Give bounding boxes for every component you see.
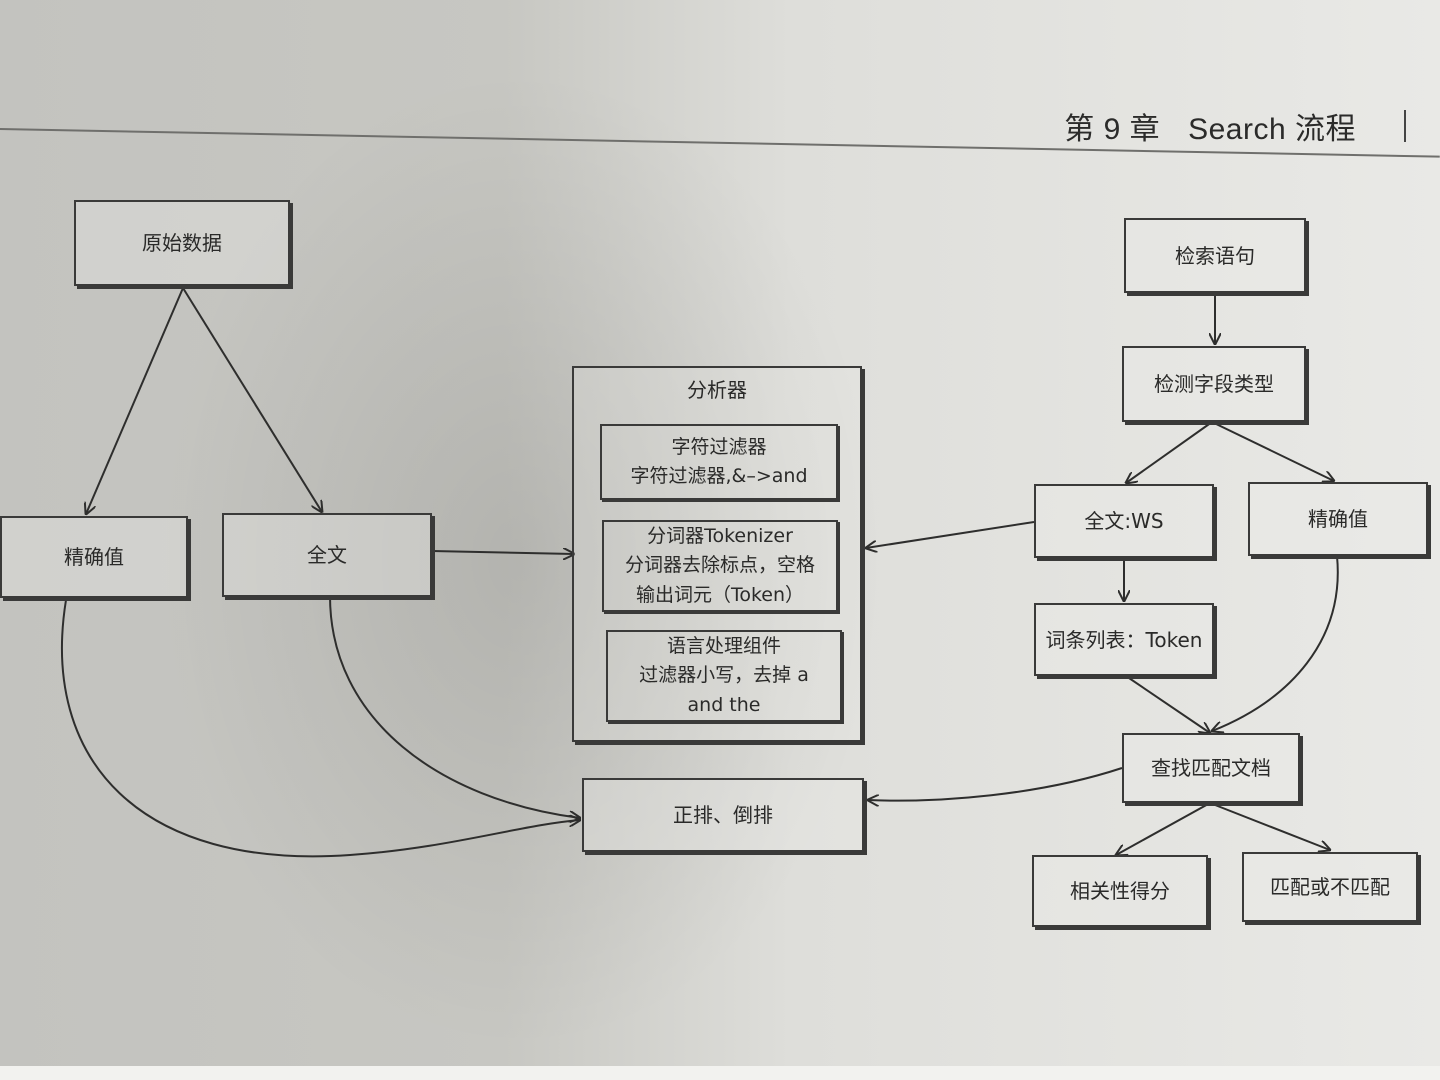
tokenizer-box: 分词器Tokenizer 分词器去除标点，空格 输出词元（Token）	[602, 520, 838, 612]
node-relevance-label: 相关性得分	[1070, 879, 1170, 903]
node-match-or-not: 匹配或不匹配	[1242, 852, 1418, 922]
node-index-label: 正排、倒排	[673, 803, 773, 827]
node-query: 检索语句	[1124, 218, 1306, 293]
node-fulltext-left-label: 全文	[307, 543, 347, 567]
node-raw-data-label: 原始数据	[142, 231, 222, 255]
node-detect-label: 检测字段类型	[1154, 372, 1274, 396]
node-term-list-label: 词条列表：Token	[1045, 627, 1203, 652]
chapter-label: 第 9 章	[1064, 113, 1161, 146]
arrow-find-to-relevance	[1116, 802, 1211, 855]
node-exact-value-right: 精确值	[1248, 482, 1428, 556]
arrow-find-to-index	[868, 767, 1123, 801]
tokenizer-line-2: 分词器去除标点，空格	[624, 554, 815, 577]
arrow-detect-to-exact	[1211, 421, 1334, 481]
node-exact-left-label: 精确值	[64, 545, 124, 569]
arrow-exact-to-index	[61, 599, 580, 858]
tokenizer-line-3: 输出词元（Token）	[635, 583, 805, 606]
analyzer-container: 分析器 字符过滤器 字符过滤器,&–>and 分词器Tokenizer 分词器去…	[572, 366, 862, 742]
node-find-matching-docs: 查找匹配文档	[1122, 733, 1300, 803]
chapter-title: Search 流程	[1188, 113, 1356, 146]
lang-proc-line-1: 语言处理组件	[666, 634, 781, 657]
node-term-list: 词条列表：Token	[1034, 603, 1214, 676]
arrow-detect-to-ws	[1126, 421, 1213, 483]
arrow-fulltext-to-index	[329, 595, 580, 818]
page-header: 第 9 章 Search 流程	[1064, 104, 1356, 148]
tokenizer-line-1: 分词器Tokenizer	[647, 524, 793, 547]
node-find-docs-label: 查找匹配文档	[1151, 756, 1271, 780]
lang-proc-line-2: 过滤器小写，去掉 a	[639, 664, 809, 687]
arrow-find-to-match	[1209, 802, 1330, 850]
node-fulltext-ws: 全文:WS	[1034, 484, 1214, 558]
arrow-raw-to-fulltext	[182, 287, 322, 512]
arrow-termlist-to-find	[1125, 675, 1210, 733]
header-bar	[1404, 110, 1406, 142]
char-filter-line-1: 字符过滤器	[671, 435, 767, 458]
arrow-exact-to-find	[1212, 555, 1339, 731]
analyzer-title: 分析器	[687, 378, 747, 402]
arrow-raw-to-exact	[86, 287, 184, 514]
node-detect-field-type: 检测字段类型	[1122, 346, 1306, 422]
node-raw-data: 原始数据	[74, 200, 290, 286]
char-filter-box: 字符过滤器 字符过滤器,&–>and	[600, 424, 838, 500]
node-fulltext-ws-label: 全文:WS	[1084, 509, 1164, 533]
arrow-ws-to-analyzer	[866, 521, 1035, 548]
node-match-label: 匹配或不匹配	[1270, 875, 1390, 899]
node-fulltext-left: 全文	[222, 513, 432, 597]
node-exact-value-left: 精确值	[0, 516, 188, 598]
node-exact-right-label: 精确值	[1308, 507, 1368, 531]
lang-proc-line-3: and the	[687, 693, 761, 716]
char-filter-line-2: 字符过滤器,&–>and	[630, 465, 808, 487]
language-processing-box: 语言处理组件 过滤器小写，去掉 a and the	[606, 630, 842, 722]
node-relevance-score: 相关性得分	[1032, 855, 1208, 927]
page-edge	[0, 1066, 1440, 1080]
node-index: 正排、倒排	[582, 778, 864, 852]
arrow-fulltext-to-analyzer	[431, 551, 574, 554]
node-query-label: 检索语句	[1175, 243, 1255, 268]
